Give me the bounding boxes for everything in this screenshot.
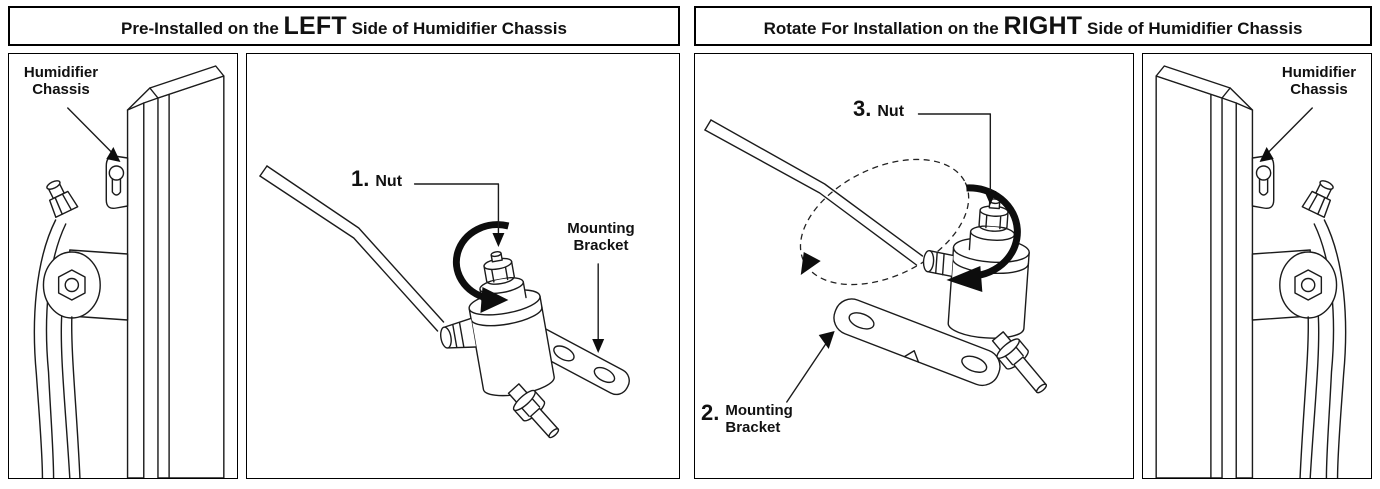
nut-leader-arrow <box>917 113 997 205</box>
chassis-label: Humidifier Chassis <box>1273 64 1365 98</box>
title-prefix: Pre-Installed on the <box>121 18 279 38</box>
step-number: 3. <box>853 96 872 121</box>
nut-label: Nut <box>877 103 905 120</box>
bracket-label-line1: Mounting <box>725 402 793 419</box>
title-emphasis: RIGHT <box>1003 11 1083 40</box>
chassis-label-line1: Humidifier <box>1281 64 1357 81</box>
mounting-bracket <box>833 298 1001 387</box>
compression-fitting <box>46 180 79 218</box>
valve-illustration-left <box>259 165 630 439</box>
chassis-illustration <box>33 65 225 478</box>
bracket-leader-arrow <box>786 331 835 403</box>
chassis-label-line1: Humidifier <box>23 64 99 81</box>
right-installation-panel: Rotate For Installation on the RIGHT Sid… <box>694 6 1372 479</box>
title-suffix: Side of Humidifier Chassis <box>351 18 567 38</box>
nut-callout: 1. Nut <box>351 166 402 192</box>
bracket-label-line2: Bracket <box>573 237 629 254</box>
valve-art <box>704 113 1048 403</box>
step-number: 2. <box>701 400 720 425</box>
rotation-path-dashed <box>799 158 970 286</box>
chassis-art <box>1155 65 1347 478</box>
rotation-arrow <box>452 221 510 313</box>
title-suffix: Side of Humidifier Chassis <box>1087 18 1303 38</box>
chassis-leader-arrow <box>67 107 121 162</box>
left-chassis-view: Humidifier Chassis <box>8 53 238 479</box>
mounting-bracket-label: Mounting Bracket <box>725 400 792 436</box>
right-panel-title-bar: Rotate For Installation on the RIGHT Sid… <box>694 6 1372 46</box>
left-panel-body: Humidifier Chassis <box>8 53 680 479</box>
title-prefix: Rotate For Installation on the <box>763 18 999 38</box>
chassis-leader-arrow <box>1259 107 1313 162</box>
compression-fitting <box>1301 180 1334 218</box>
right-panel-title: Rotate For Installation on the RIGHT Sid… <box>764 12 1303 41</box>
left-valve-view: 1. Nut Mounting Bracket <box>246 53 680 479</box>
left-panel-title: Pre-Installed on the LEFT Side of Humidi… <box>121 12 567 41</box>
nut-label: Nut <box>375 173 403 190</box>
step-number: 1. <box>351 166 370 191</box>
right-valve-view: 3. Nut 2. Mounting Bracket <box>694 53 1134 479</box>
valve-body <box>440 251 555 397</box>
bracket-label-line2: Bracket <box>725 419 781 436</box>
outlet-fitting <box>507 383 560 439</box>
right-panel-body: 3. Nut 2. Mounting Bracket <box>694 53 1372 479</box>
mounting-bracket-label: Mounting Bracket <box>555 220 647 254</box>
mounting-bracket-callout: 2. Mounting Bracket <box>701 400 793 436</box>
chassis-label-line2: Chassis <box>32 81 90 98</box>
valve-body <box>922 198 1030 339</box>
right-chassis-view: Humidifier Chassis <box>1142 53 1372 479</box>
bracket-leader-arrow <box>592 263 605 353</box>
nut-leader-arrow <box>413 183 505 247</box>
outlet-fitting <box>991 331 1048 394</box>
chassis-illustration-mirrored <box>1155 65 1347 478</box>
bracket-label-line1: Mounting <box>567 220 635 237</box>
valve-art <box>259 165 630 439</box>
chassis-label: Humidifier Chassis <box>15 64 107 98</box>
nut-callout: 3. Nut <box>853 96 904 122</box>
chassis-art <box>33 65 225 478</box>
left-panel-title-bar: Pre-Installed on the LEFT Side of Humidi… <box>8 6 680 46</box>
left-installation-panel: Pre-Installed on the LEFT Side of Humidi… <box>8 6 680 479</box>
valve-illustration-right <box>704 113 1048 403</box>
chassis-label-line2: Chassis <box>1290 81 1348 98</box>
title-emphasis: LEFT <box>283 11 347 40</box>
